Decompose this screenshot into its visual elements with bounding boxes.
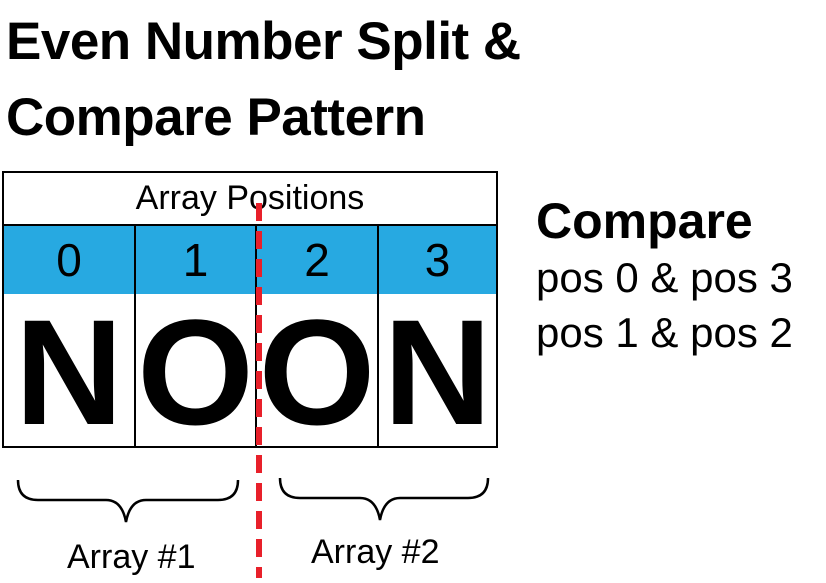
right-array-brace — [278, 477, 490, 521]
left-array-brace — [16, 479, 240, 523]
title-line-1: Even Number Split & — [6, 12, 521, 71]
array-2-label: Array #2 — [311, 533, 440, 571]
letter-cell-0: N — [14, 288, 124, 456]
compare-line-2: pos 1 & pos 2 — [536, 309, 793, 356]
index-cell-1: 1 — [134, 226, 255, 294]
array-table: Array Positions 0 1 2 3 N O O N — [2, 171, 498, 448]
compare-line-1: pos 0 & pos 3 — [536, 254, 793, 301]
index-cell-3: 3 — [377, 226, 496, 294]
compare-block: Compare pos 0 & pos 3 pos 1 & pos 2 — [536, 192, 793, 360]
letter-row: N O O N — [4, 288, 496, 456]
diagram-title: Even Number Split & Compare Pattern — [6, 4, 521, 156]
letter-cell-1: O — [134, 294, 255, 447]
index-cell-0: 0 — [56, 234, 82, 286]
title-line-2: Compare Pattern — [6, 88, 426, 147]
letter-cell-3: N — [377, 294, 496, 447]
compare-title: Compare — [536, 193, 753, 249]
index-row: 0 1 2 3 — [4, 226, 496, 294]
array-positions-header: Array Positions — [4, 173, 496, 226]
array-1-label: Array #1 — [67, 538, 196, 576]
letter-cell-2: O — [255, 294, 377, 447]
